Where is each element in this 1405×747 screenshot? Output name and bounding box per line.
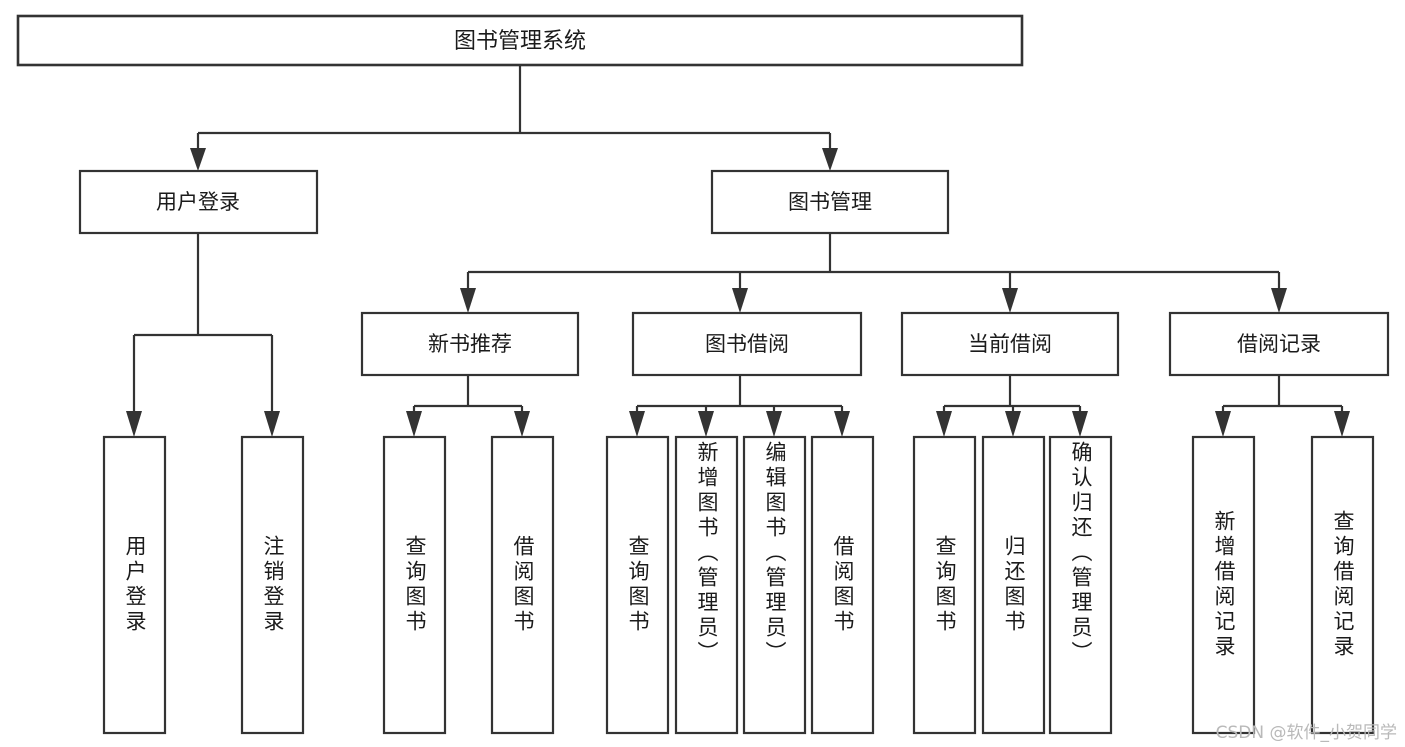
leaf-boxes-group — [102, 435, 1375, 735]
arrow-head-current-borrow — [1002, 288, 1018, 313]
node-book-borrow[interactable]: 图书借阅 — [631, 311, 863, 377]
node-current-borrow[interactable]: 当前借阅 — [900, 311, 1120, 377]
arrow-head-leaf-query-record — [1334, 411, 1350, 437]
leaf-box-query-book-1[interactable] — [382, 435, 447, 735]
leaf-box-return-book[interactable] — [981, 435, 1046, 735]
arrow-head-leaf-add-book — [698, 411, 714, 437]
node-book-borrow-label: 图书借阅 — [705, 332, 789, 356]
arrow-head-borrow-record — [1271, 288, 1287, 313]
node-book-manage-label: 图书管理 — [788, 190, 872, 214]
node-root-label: 图书管理系统 — [454, 29, 586, 54]
arrow-head-leaf-borrow-book-2 — [834, 411, 850, 437]
leaf-box-query-record[interactable] — [1310, 435, 1375, 735]
leaf-box-query-book-2[interactable] — [605, 435, 670, 735]
connector-group-book-manage — [460, 233, 1287, 313]
leaf-box-edit-book[interactable] — [742, 435, 807, 735]
node-book-borrow-box[interactable] — [631, 311, 863, 377]
arrow-head-leaf-edit-book — [766, 411, 782, 437]
arrow-head-leaf-query-book-3 — [936, 411, 952, 437]
node-borrow-record-label: 借阅记录 — [1237, 332, 1321, 356]
node-new-book-recommend[interactable]: 新书推荐 — [360, 311, 580, 377]
node-new-book-recommend-box[interactable] — [360, 311, 580, 377]
leaf-box-confirm-return[interactable] — [1048, 435, 1113, 735]
leaf-box-user-login[interactable] — [102, 435, 167, 735]
arrow-head-book-borrow — [732, 288, 748, 313]
arrow-head-leaf-add-record — [1215, 411, 1231, 437]
node-root[interactable]: 图书管理系统 — [16, 14, 1024, 67]
arrow-head-leaf-user-login — [126, 411, 142, 437]
leaf-box-borrow-book-2[interactable] — [810, 435, 875, 735]
node-book-manage-box[interactable] — [710, 169, 950, 235]
node-new-book-recommend-label: 新书推荐 — [428, 332, 512, 356]
connector-group-root — [190, 65, 838, 171]
connector-group-borrow-record — [1215, 375, 1350, 437]
node-root-box[interactable] — [16, 14, 1024, 67]
leaf-box-user-logout[interactable] — [240, 435, 305, 735]
leaf-box-add-record[interactable] — [1191, 435, 1256, 735]
connector-group-new-book-recommend — [406, 375, 530, 437]
arrow-head-leaf-confirm-return — [1072, 411, 1088, 437]
node-book-manage[interactable]: 图书管理 — [710, 169, 950, 235]
leaf-box-add-book[interactable] — [674, 435, 739, 735]
arrow-head-leaf-return-book — [1005, 411, 1021, 437]
arrow-head-book-manage — [822, 148, 838, 171]
arrow-head-user-login — [190, 148, 206, 171]
arrow-head-leaf-user-logout — [264, 411, 280, 437]
arrow-head-leaf-query-book-1 — [406, 411, 422, 437]
arrow-head-leaf-query-book-2 — [629, 411, 645, 437]
node-borrow-record-box[interactable] — [1168, 311, 1390, 377]
connector-group-book-borrow — [629, 375, 850, 437]
node-user-login[interactable]: 用户登录 — [78, 169, 319, 235]
node-current-borrow-label: 当前借阅 — [968, 332, 1052, 356]
connector-group-user-login — [126, 233, 280, 437]
node-borrow-record[interactable]: 借阅记录 — [1168, 311, 1390, 377]
arrow-head-new-book-recommend — [460, 288, 476, 313]
leaf-box-query-book-3[interactable] — [912, 435, 977, 735]
connector-group-current-borrow — [936, 375, 1088, 437]
arrow-head-leaf-borrow-book-1 — [514, 411, 530, 437]
node-current-borrow-box[interactable] — [900, 311, 1120, 377]
leaf-box-borrow-book-1[interactable] — [490, 435, 555, 735]
node-user-login-label: 用户登录 — [156, 190, 240, 214]
node-user-login-box[interactable] — [78, 169, 319, 235]
